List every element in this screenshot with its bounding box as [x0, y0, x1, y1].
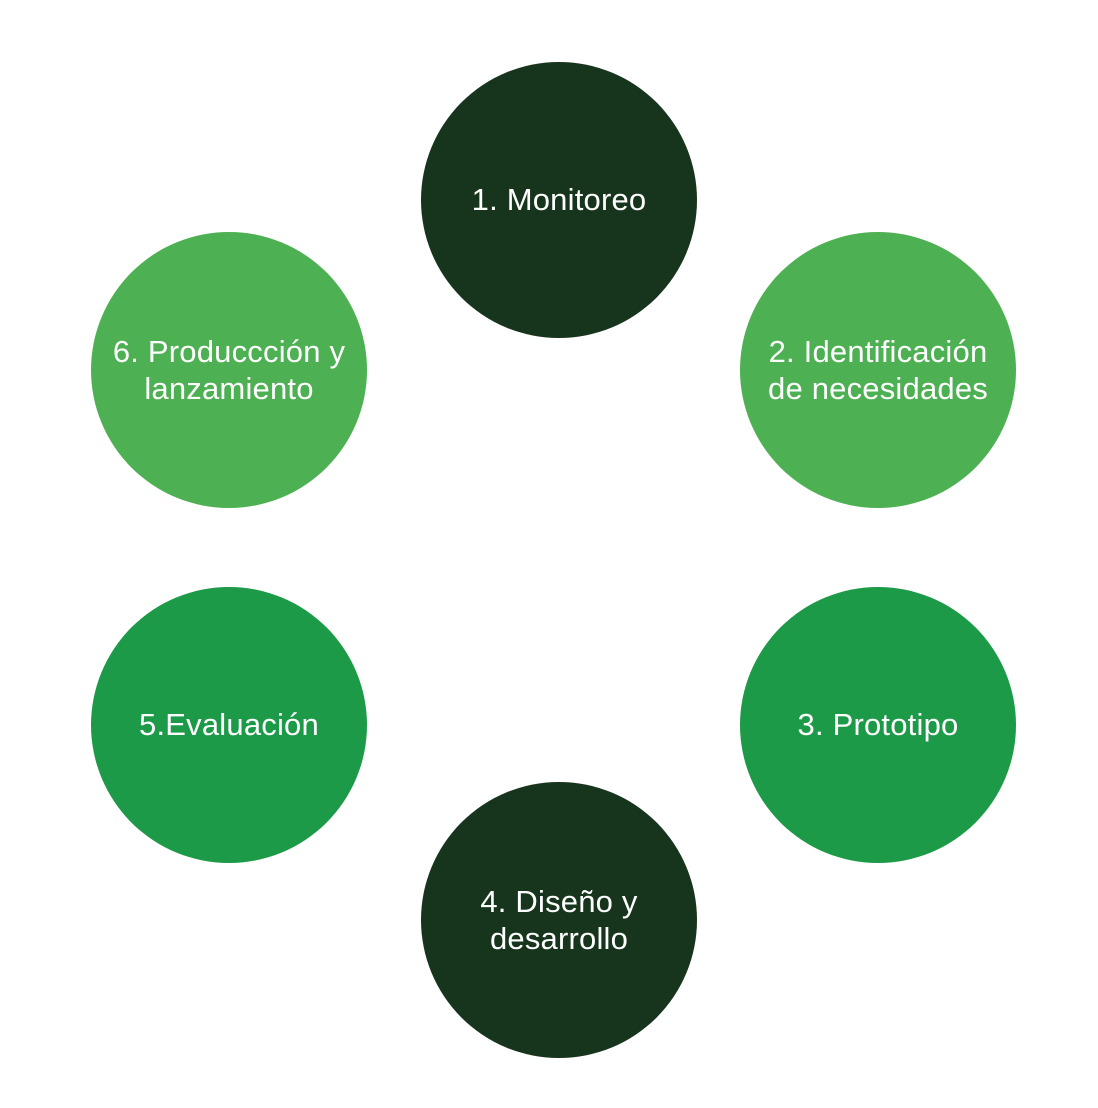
step-circle-5-evaluacion: 5.Evaluación — [91, 587, 367, 863]
step-label-3: 3. Prototipo — [797, 707, 959, 743]
step-circle-1-monitoreo: 1. Monitoreo — [421, 62, 697, 338]
step-circle-4-diseno-desarrollo: 4. Diseño y desarrollo — [421, 782, 697, 1058]
step-circle-6-produccion-lanzamiento: 6. Produccción y lanzamiento — [91, 232, 367, 508]
step-circle-2-identificacion: 2. Identificación de necesidades — [740, 232, 1016, 508]
step-label-1: 1. Monitoreo — [471, 182, 647, 218]
step-label-4: 4. Diseño y desarrollo — [480, 883, 638, 956]
step-label-5: 5.Evaluación — [139, 707, 319, 743]
step-label-6: 6. Produccción y lanzamiento — [112, 333, 346, 406]
step-label-2: 2. Identificación de necesidades — [768, 333, 988, 406]
step-circle-3-prototipo: 3. Prototipo — [740, 587, 1016, 863]
